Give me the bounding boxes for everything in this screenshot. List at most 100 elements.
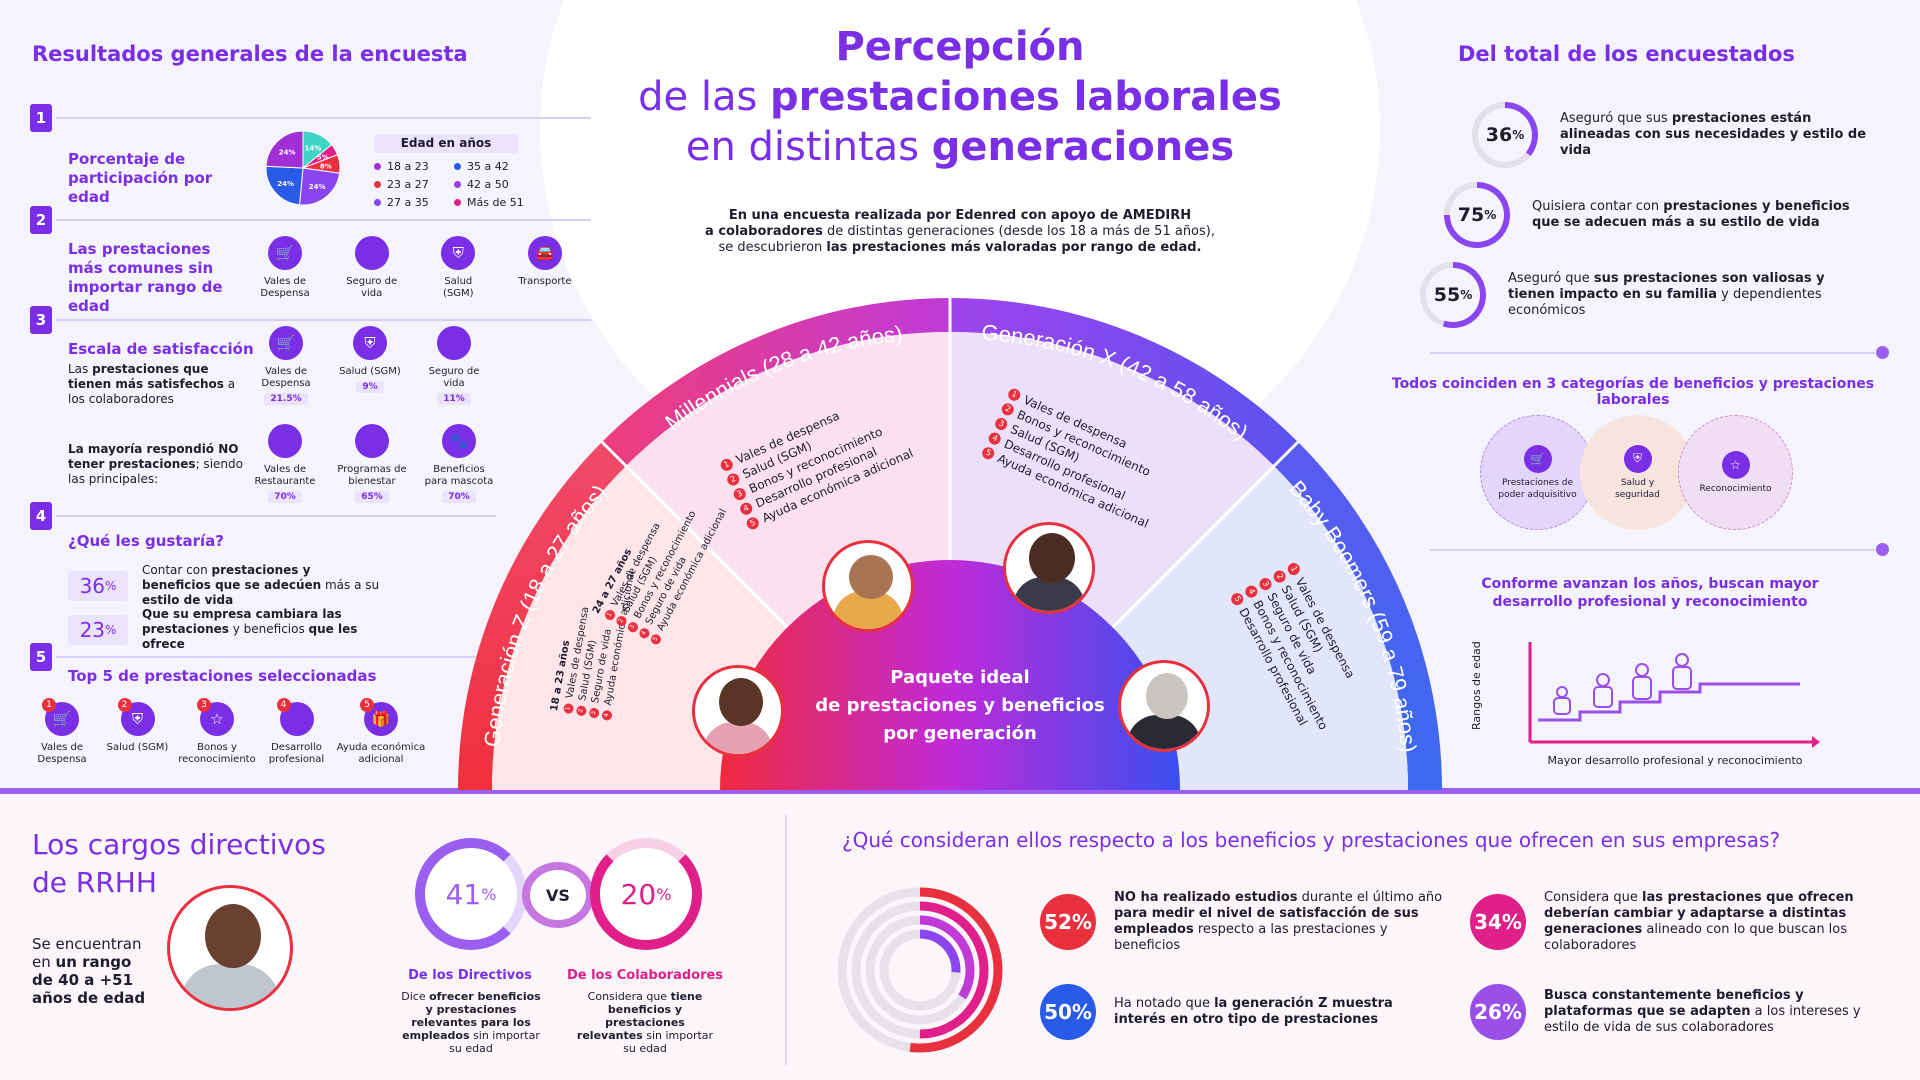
common-item: ⛨Salud (SGM) [428,236,488,300]
wish-row-2: 23% Que su empresa cambiara las prestaci… [68,607,382,652]
pie-label: 24% [277,180,294,188]
top5-item: 3☆Bonos y reconocimiento [177,698,257,766]
question-title: ¿Qué consideran ellos respecto a los ben… [842,828,1781,852]
stat-d: a los intereses y estilo de vida de sus … [1544,1004,1861,1035]
top5-label: Vales de Despensa [37,742,87,765]
legend-swatch [374,199,381,206]
arrow-icon [1812,736,1820,748]
portrait-genz [692,665,784,757]
growth-y-label: Rangos de edad [1470,641,1483,730]
s1-label: Porcentaje de participación por edad [68,150,213,206]
category-health: ⛨ Salud y seguridad [1580,415,1695,530]
survey-b: prestaciones están alineadas con sus nec… [1560,111,1867,158]
intro-text: En una encuesta realizada por Edenred co… [640,208,1280,256]
no-benefit-pct: 65% [355,491,389,503]
section-rule-3 [56,319,591,321]
survey-c: y dependientes económicos [1508,287,1822,318]
survey-a: Aseguró que [1508,271,1594,286]
pie-label: 24% [279,148,296,156]
section-rule-5 [56,656,476,658]
survey-b: sus prestaciones son valiosas y tienen i… [1508,271,1825,302]
section-number-4: 4 [30,502,52,530]
category-label: Reconocimiento [1699,483,1772,494]
shield-icon: ⛨ [441,236,476,270]
cart-icon: 🛒 [269,326,303,360]
legend-label: 42 a 50 [467,178,509,191]
top5-label: Bonos y reconocimiento [178,742,256,765]
wish-text: Que su empresa cambiara las prestaciones… [142,607,382,652]
legend-title: Edad en años [374,134,518,153]
page-title: Percepción de las prestaciones laborales… [560,22,1360,172]
title-line-3a: en distintas [685,124,932,170]
right-rule-dot [1876,346,1889,359]
stats-grid: 52%NO ha realizado estudios durante el ú… [1040,890,1910,1040]
pie-label: 8% [320,162,332,170]
growth-title: Conforme avanzan los años, buscan mayor … [1481,576,1819,610]
section-number-1: 1 [30,104,52,132]
wish-pct-unit: % [105,622,117,637]
no-benefit-pct: 70% [442,491,476,503]
star-icon: ☆ [1721,450,1750,479]
fan-list-rank: 1 [562,702,574,715]
stat-item: 52%NO ha realizado estudios durante el ú… [1040,890,1470,954]
survey-unit: % [1460,288,1473,302]
portrait-hr-director [167,885,293,1011]
categories-venn: 🛒 Prestaciones de poder adquisitivo ⛨ Sa… [1480,415,1810,530]
pie-label: 24% [309,183,326,191]
survey-a: Aseguró que sus [1560,111,1672,126]
top5-rank: 2 [117,698,132,712]
common-item: 🛒Vales de Despensa [255,236,315,300]
top5-rank: 4 [276,698,291,712]
center-line-2: de prestaciones y beneficios [815,695,1105,716]
stat-circle: 26% [1470,984,1526,1040]
intro-line-2b: de distintas generaciones (desde los 18 … [822,224,1215,239]
portrait-genx [1003,522,1095,614]
millennials-band [602,297,950,466]
stat-item: 50%Ha notado que la generación Z muestra… [1040,984,1470,1040]
no-benefit-label: Beneficios para mascota [424,464,494,487]
no-benefits-a: La mayoría respondió NO tener prestacion… [68,442,239,471]
person-icons [1553,653,1692,715]
stat-d: respecto a las prestaciones y beneficios [1114,922,1388,953]
no-benefits-b: ; siendo las principales: [68,457,243,486]
wish-pct-value: 23 [79,617,106,642]
right-rule-2 [1430,549,1875,551]
stat-text: NO ha realizado estudios durante el últi… [1114,890,1444,954]
boomers-band [1274,442,1442,790]
hr-title-2: de RRHH [32,866,157,899]
bottom-divider [0,788,1920,794]
hr-desc-a: Se encuentran en [32,935,142,971]
dir-desc-b: ofrecer beneficios y prestaciones releva… [402,990,541,1042]
legend-label: Más de 51 [467,196,524,209]
pie-slice [298,167,341,206]
age-pie-chart: 14%5%8%24%24%24% [265,130,341,206]
s3-desc: Las prestaciones que tienen más satisfec… [68,362,248,407]
stat-c: para medir el nivel de satisfacción de s… [1114,906,1419,937]
section-number-2: 2 [30,206,52,234]
legend-swatch [374,163,381,170]
col-label: De los Colaboradores [566,968,724,983]
intro-line-3a: se descubrieron [718,240,827,255]
right-rule-dot [1876,543,1889,556]
cart-icon: 🛒 [268,236,302,270]
legend-item: 27 a 35 [374,196,454,209]
intro-line-1: En una encuesta realizada por Edenred co… [728,208,1192,223]
collaborators-ring: 20% [590,838,702,950]
survey-unit: % [1512,128,1525,142]
survey-ring: 55% [1420,262,1486,328]
stat-b: durante el último año [1297,890,1443,905]
stat-text: Ha notado que la generación Z muestra in… [1114,996,1444,1028]
fan-list-rank: 2 [575,704,587,717]
stat-c: la generación Z muestra interés en otro … [1114,996,1393,1027]
top5-items: 1🛒Vales de Despensa 2⛨Salud (SGM) 3☆Bono… [26,698,426,766]
col-pct: 20 [620,877,657,911]
wish-pct: 36% [68,570,128,601]
center-line-3: por generación [883,723,1037,744]
legend-item: 42 a 50 [454,178,534,191]
wish-pct-unit: % [105,578,117,593]
